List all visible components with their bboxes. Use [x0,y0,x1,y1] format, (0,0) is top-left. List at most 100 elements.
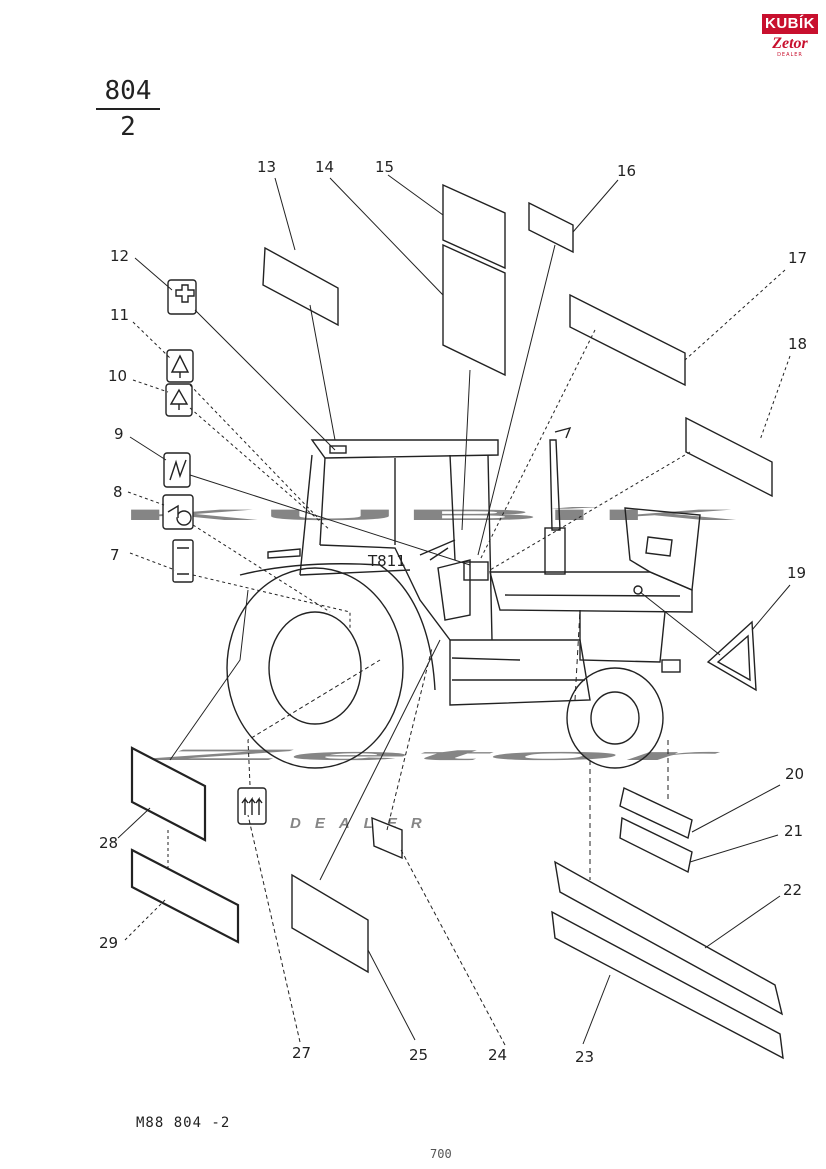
dashboard-panel [463,561,489,581]
decal-25 [291,873,369,974]
group-number-bottom: 2 [120,112,136,142]
group-number-top: 804 [104,76,152,106]
leader-lines [117,174,791,1046]
leader-23 [582,974,611,1045]
zigzag-icon [169,459,187,481]
callout-18: 18 [788,335,807,353]
leader-17 [479,269,786,561]
callout-22: 22 [783,881,802,899]
decal-7-marks [177,547,189,575]
tractor-drawing: T811 [226,426,701,769]
callout-20: 20 [785,765,804,783]
exhaust-cap [554,426,572,439]
callout-27: 27 [292,1044,311,1062]
rear-light [267,548,301,559]
leader-7 [129,552,351,630]
cab-roof [310,439,499,459]
leader-8 [127,491,331,613]
roof-label-spot [329,445,347,454]
drawing-code: M88 804 -2 [136,1115,231,1131]
grille-window [645,536,673,557]
group-number: 804 2 [96,76,160,142]
callout-25: 25 [409,1046,428,1064]
tractor-icon [167,504,179,518]
watermark: KUBÍK Zetor DEALER [118,507,740,832]
front-wheel-outer [566,667,664,769]
callout-9: 9 [114,425,124,443]
leader-16 [477,179,619,556]
decal-21 [619,816,693,874]
leader-24 [386,647,506,1046]
callout-23: 23 [575,1048,594,1066]
callout-numbers: 7 8 9 10 11 12 13 14 15 16 17 18 19 20 2… [99,158,807,1066]
watermark-word-bottom: DEALER [290,815,436,832]
engine-detail [451,657,585,681]
callout-17: 17 [788,249,807,267]
callout-14: 14 [315,158,334,176]
front-wheel-hub [590,691,640,745]
decal-13 [262,246,339,327]
warning-triangle-inner [716,634,751,682]
engine-hood [489,571,693,613]
rear-wheel-outer [226,567,404,769]
leader-27 [247,659,381,1043]
dealer-logo: KUBÍK Zetor DEALER [762,14,818,60]
rear-fender [239,563,436,691]
warning-triangle-mount [633,585,643,595]
decal-22 [554,860,784,1016]
leader-10 [132,379,331,531]
front-axle-frame [579,610,666,663]
callout-12: 12 [110,247,129,265]
logo-brand-bottom: Zetor [772,35,808,52]
hidden-line-front [574,609,591,880]
steering-wheel [419,539,456,561]
callout-10: 10 [108,367,127,385]
front-grille [624,507,701,592]
callout-11: 11 [110,306,129,324]
leader-28 [117,589,249,839]
decal-17 [569,293,686,387]
decal-29 [130,848,240,944]
decal-24 [371,816,403,860]
hood-stripe [504,594,681,597]
seat [437,559,471,621]
rear-wheel-hub [268,611,362,725]
cab-pillars [299,454,493,641]
leader-11 [132,321,321,521]
leader-14 [329,177,471,531]
fraction-bar [96,108,160,110]
cross-icon [175,284,195,303]
callout-16: 16 [617,162,636,180]
callout-8: 8 [113,483,123,501]
triangle-icon [169,388,189,410]
decal-18 [685,416,773,498]
cab-marking: T811 [367,552,406,570]
leader-20 [691,784,781,833]
front-weight [661,659,681,673]
watermark-word-top: KUBÍK [118,507,740,524]
callout-19: 19 [787,564,806,582]
decals [130,183,784,1060]
leader-13 [274,177,336,441]
leader-9 [129,436,471,566]
callout-28: 28 [99,834,118,852]
leader-12 [134,257,336,451]
decal-23 [551,910,784,1060]
cab-door [299,544,451,641]
leader-29 [124,830,169,941]
decal-16 [528,201,574,254]
page-number: 700 [430,1147,452,1161]
leader-19 [639,584,791,656]
callout-15: 15 [375,158,394,176]
leader-25 [319,639,441,1041]
leader-22 [704,895,781,949]
leader-18 [489,355,791,571]
engine-block [449,639,591,706]
triangle-icon [170,354,190,378]
callout-21: 21 [784,822,803,840]
logo-brand-top: KUBÍK [762,14,818,34]
callout-24: 24 [488,1046,507,1064]
callout-7: 7 [110,546,120,564]
